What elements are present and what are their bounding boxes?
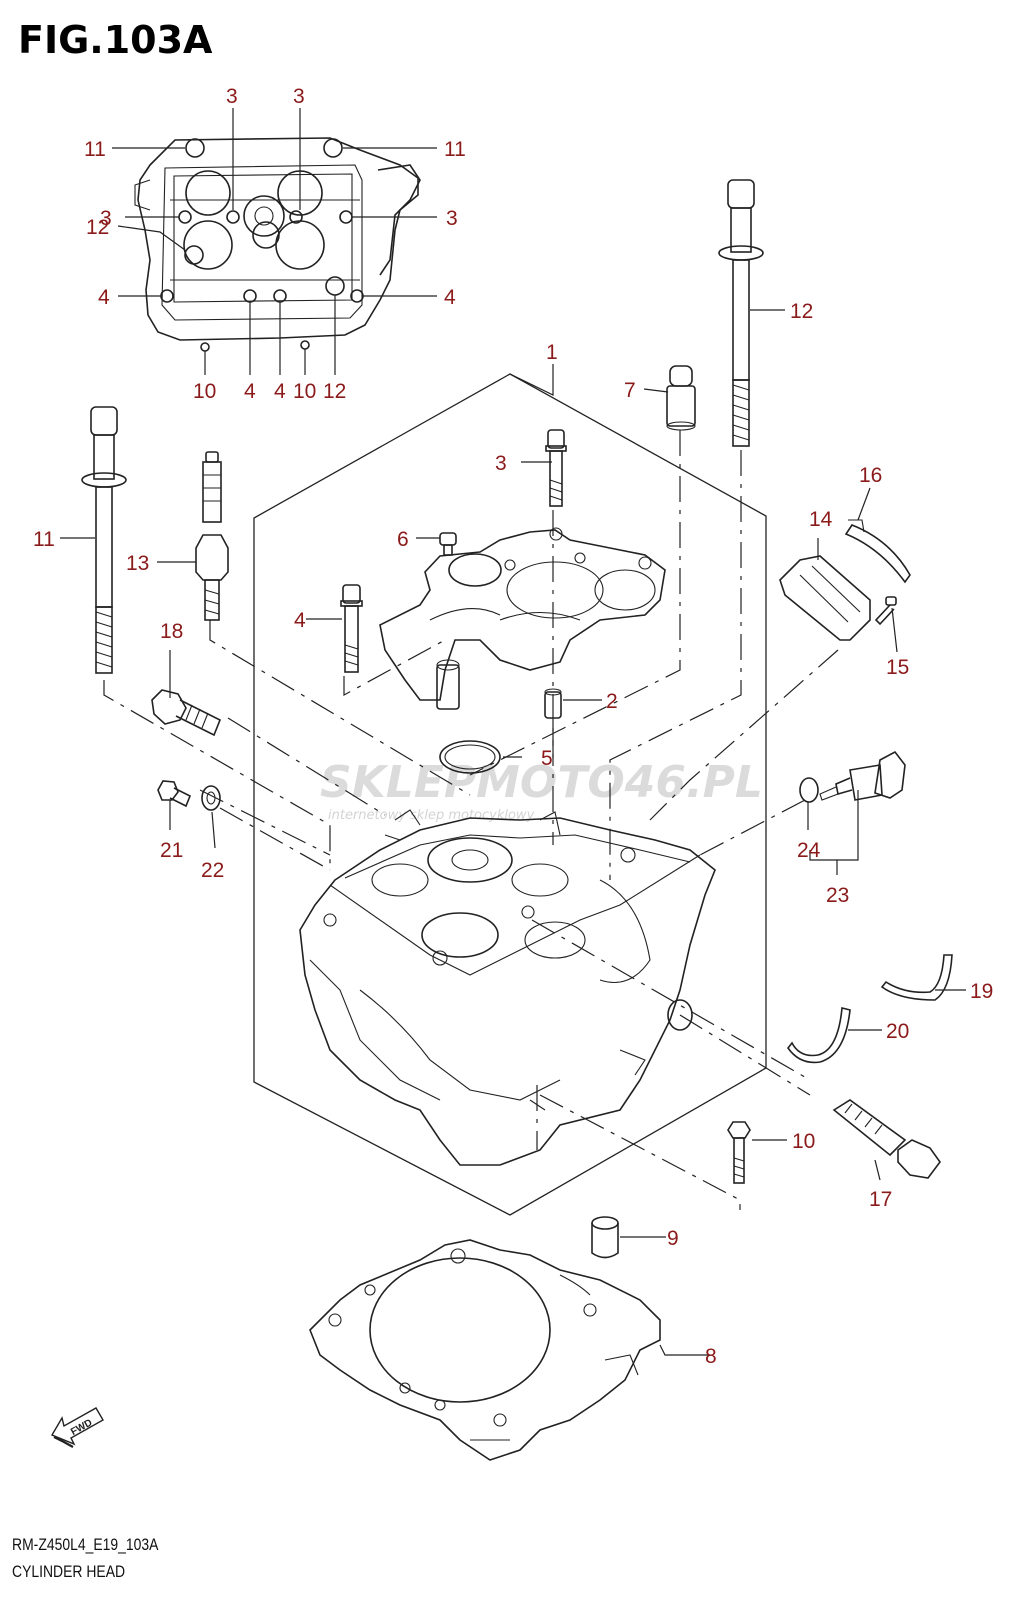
cap-20 <box>786 1006 851 1064</box>
o-ring-5 <box>439 740 501 774</box>
callout-8: 8 <box>705 1345 717 1368</box>
callout-6: 6 <box>397 528 409 551</box>
callout-19: 19 <box>970 980 993 1003</box>
callout-4-b: 4 <box>444 286 456 309</box>
callout-24: 24 <box>797 839 821 862</box>
callout-4-e: 4 <box>294 609 306 632</box>
callout-4-d: 4 <box>274 380 286 403</box>
callout-21: 21 <box>160 839 183 862</box>
bolt-21 <box>157 780 192 808</box>
screw-15 <box>874 596 897 626</box>
fwd-arrow-icon: FWD <box>50 1407 104 1448</box>
callout-3-b: 3 <box>293 85 305 108</box>
bolt-3 <box>545 429 567 507</box>
cylinder-head-gasket-8 <box>309 1239 661 1461</box>
dowel-9 <box>591 1216 619 1259</box>
callout-11-a: 11 <box>84 138 106 161</box>
alignment-lines <box>103 430 839 1210</box>
bolt-10 <box>727 1121 751 1184</box>
callout-20: 20 <box>886 1020 909 1043</box>
bolt-4 <box>340 584 363 673</box>
callout-3-c: 3 <box>100 207 112 230</box>
long-bolt-12 <box>718 179 764 447</box>
watermark-tagline: internetowy sklep motocyklowy <box>328 808 535 823</box>
callout-22: 22 <box>201 859 224 882</box>
callout-3-a: 3 <box>226 85 238 108</box>
callout-17: 17 <box>869 1188 892 1211</box>
sensor-23 <box>819 750 906 801</box>
cylinder-head-assembly-frame <box>253 373 767 1216</box>
callout-12-c: 12 <box>790 300 813 323</box>
figure-code: RM-Z450L4_E19_103A <box>12 1535 159 1554</box>
callout-12-a: 12 <box>86 216 109 239</box>
callout-10-c: 10 <box>792 1130 815 1153</box>
figure-name: CYLINDER HEAD <box>12 1562 126 1581</box>
callout-18: 18 <box>160 620 183 643</box>
spark-plug-13 <box>195 451 229 621</box>
callout-23: 23 <box>826 884 849 907</box>
callout-3-e: 3 <box>495 452 507 475</box>
callout-10-b: 10 <box>293 380 316 403</box>
washer-22 <box>201 785 221 811</box>
intake-pipe-14 <box>779 555 871 641</box>
callout-3-d: 3 <box>446 207 458 230</box>
clamp-16 <box>844 519 911 584</box>
callout-leaders <box>60 309 966 1356</box>
callout-15: 15 <box>886 656 909 679</box>
bolt-17 <box>832 1099 941 1179</box>
cap-19 <box>880 954 953 1001</box>
cylinder-head-body <box>299 809 716 1166</box>
callout-1: 1 <box>546 341 558 364</box>
callout-12-b: 12 <box>323 380 346 403</box>
callout-14: 14 <box>809 508 833 531</box>
callout-9: 9 <box>667 1227 679 1250</box>
callout-16: 16 <box>859 464 882 487</box>
o-ring-24 <box>799 777 819 803</box>
callout-11-c: 11 <box>33 528 55 551</box>
callout-13: 13 <box>126 552 149 575</box>
figure-title: FIG.103A <box>18 18 213 62</box>
camshaft-holder <box>379 527 666 710</box>
callout-4-c: 4 <box>244 380 256 403</box>
callout-2: 2 <box>606 690 618 713</box>
bolt-18 <box>151 689 222 737</box>
callout-4-a: 4 <box>98 286 110 309</box>
callout-11-b: 11 <box>444 138 466 161</box>
plug-7 <box>666 365 696 431</box>
bolt-6 <box>439 532 457 556</box>
watermark: SKLEPMOTO46.PL internetowy sklep motocyk… <box>320 757 763 823</box>
watermark-brand: SKLEPMOTO46.PL <box>320 757 763 808</box>
callout-7: 7 <box>624 379 636 402</box>
long-bolt-11 <box>81 406 127 674</box>
top-view-leaders <box>112 108 437 375</box>
callout-10-a: 10 <box>193 380 216 403</box>
callout-5: 5 <box>541 747 553 770</box>
